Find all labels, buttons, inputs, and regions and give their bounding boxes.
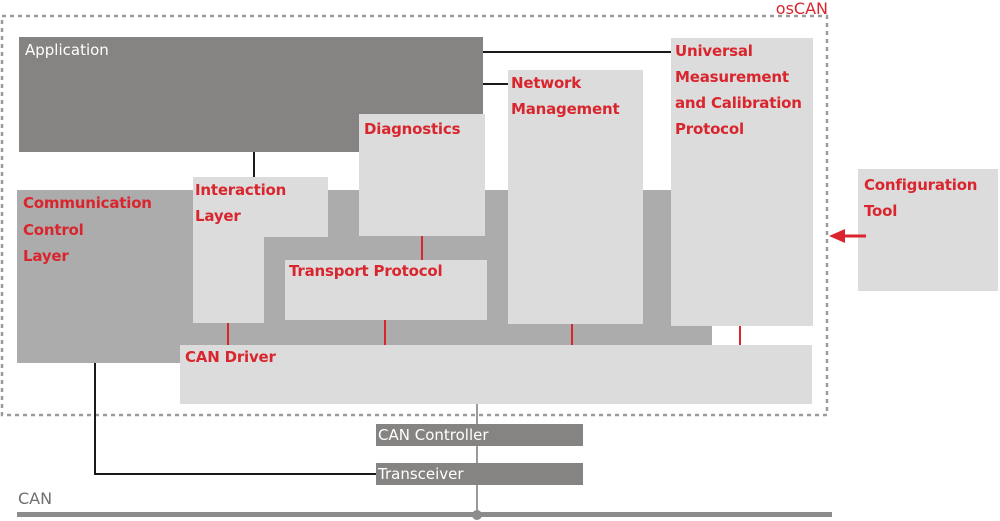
interaction-label-1: Interaction xyxy=(195,181,287,199)
interaction-label-2: Layer xyxy=(195,207,241,225)
interaction-layer-block xyxy=(193,177,328,323)
config-arrow-head xyxy=(829,229,845,243)
can-controller-label: CAN Controller xyxy=(378,426,489,444)
config-tool-label-2: Tool xyxy=(864,202,898,220)
transceiver-block xyxy=(376,463,583,485)
diagnostics-block xyxy=(359,114,485,236)
oscan-boundary xyxy=(0,14,829,417)
xcp-block xyxy=(671,38,813,326)
xcp-label-1: Universal xyxy=(675,42,753,60)
network-management-block xyxy=(508,70,643,324)
bus-junction-dot xyxy=(472,510,482,520)
xcp-to-driver-link xyxy=(739,326,741,345)
ccl-label-3: Layer xyxy=(23,247,69,265)
tp-to-driver-link xyxy=(384,320,386,345)
transport-protocol-block xyxy=(285,260,487,320)
can-controller-block xyxy=(376,424,583,446)
nm-to-driver-link xyxy=(571,324,573,345)
xcp-label-3: and Calibration xyxy=(675,94,802,112)
ccl-label-2: Control xyxy=(23,221,84,239)
xcp-label-2: Measurement xyxy=(675,68,789,86)
diagnostics-link xyxy=(421,236,423,260)
transceiver-label: Transceiver xyxy=(378,465,464,483)
transport-protocol-label: Transport Protocol xyxy=(289,262,443,280)
can-driver-block xyxy=(180,345,812,404)
nm-label-2: Management xyxy=(511,100,620,118)
ccl-label-1: Communication xyxy=(23,194,152,212)
oscan-label: osCAN xyxy=(775,0,828,18)
config-tool-label-1: Configuration xyxy=(864,176,978,194)
can-bus-label: CAN xyxy=(18,489,53,508)
can-driver-label: CAN Driver xyxy=(185,348,276,366)
application-label: Application xyxy=(25,41,109,59)
diagnostics-label: Diagnostics xyxy=(364,120,461,138)
configuration-tool-block xyxy=(858,169,998,291)
can-bus-line xyxy=(17,512,832,517)
nm-label-1: Network xyxy=(511,74,582,92)
xcp-label-4: Protocol xyxy=(675,120,744,138)
interaction-to-driver-link xyxy=(227,323,229,345)
ccl-to-transceiver-line xyxy=(94,363,376,475)
